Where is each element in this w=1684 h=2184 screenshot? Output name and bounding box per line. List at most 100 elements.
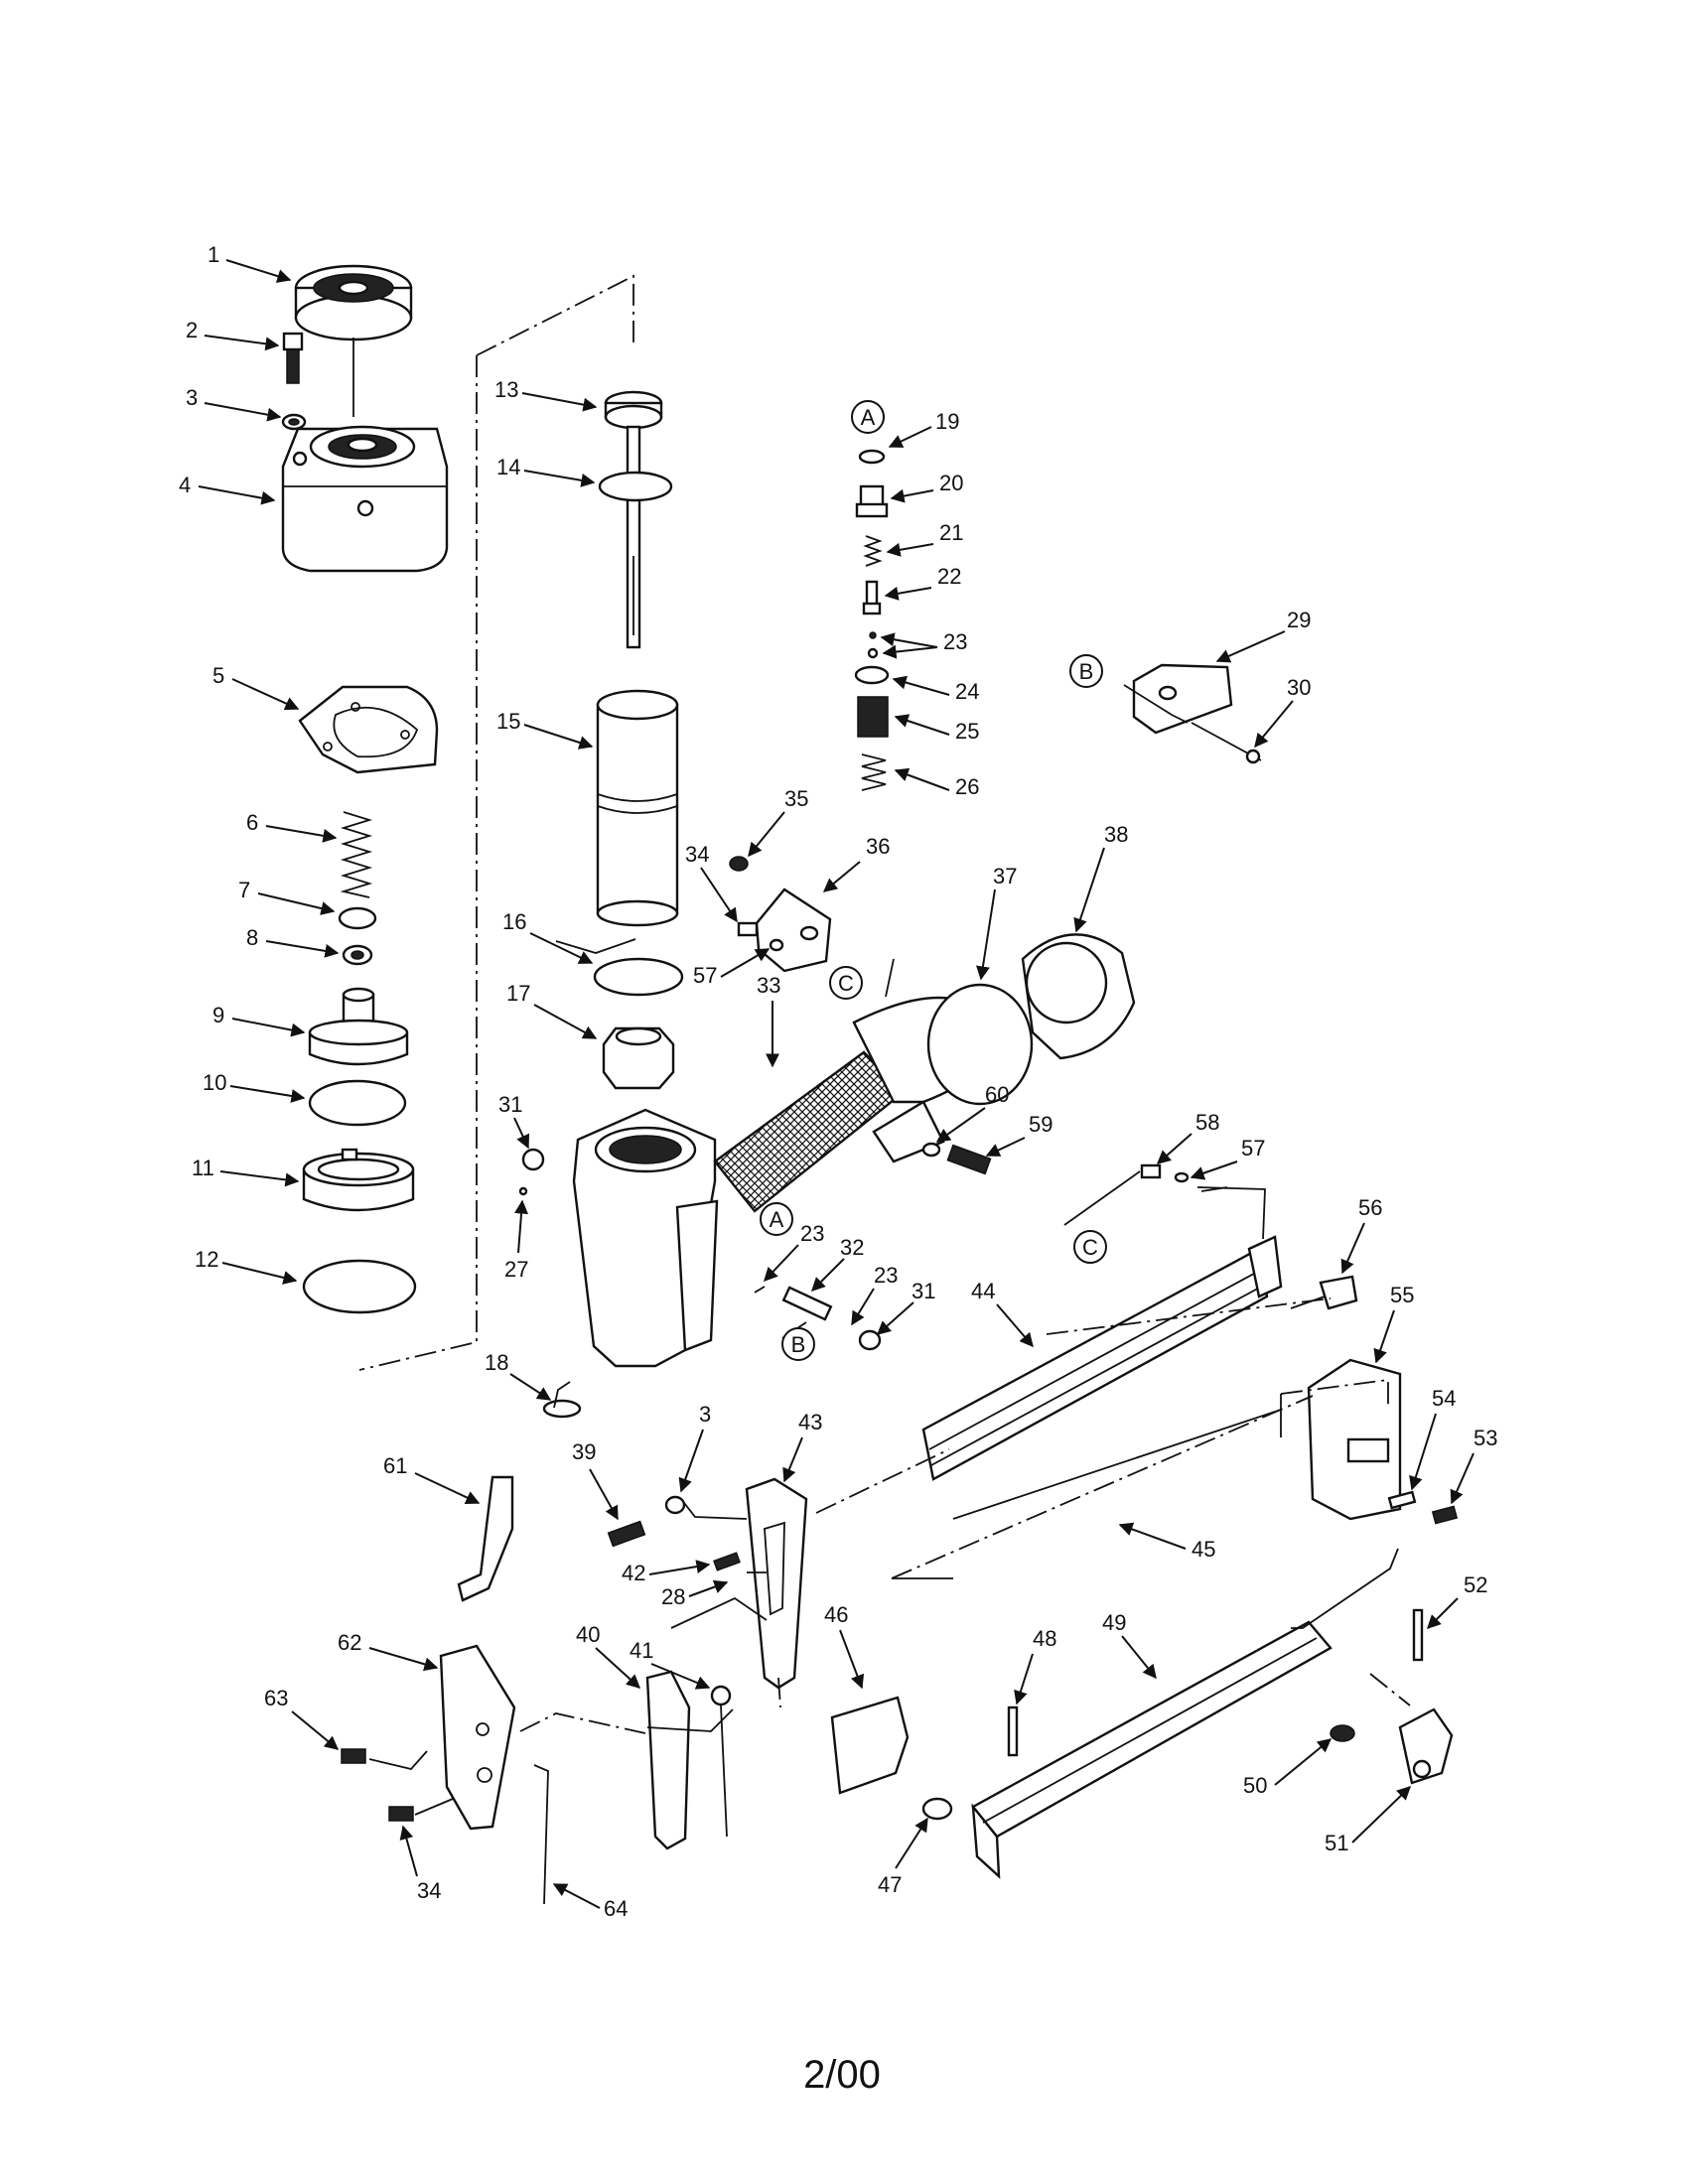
- svg-text:33: 33: [757, 973, 780, 998]
- callout-13: 13: [494, 377, 598, 412]
- part-53-screw: [1431, 1505, 1459, 1525]
- callout-63: 63: [264, 1686, 340, 1750]
- svg-text:21: 21: [939, 520, 963, 545]
- callout-30: 30: [1254, 675, 1311, 749]
- part-10-o-ring: [308, 1079, 407, 1127]
- svg-text:45: 45: [1192, 1537, 1215, 1562]
- callout-34-upper: 34: [685, 842, 738, 923]
- callout-23-low: 23: [851, 1263, 898, 1326]
- svg-text:57: 57: [1241, 1136, 1265, 1160]
- callout-43: 43: [782, 1410, 822, 1483]
- svg-text:62: 62: [338, 1630, 361, 1655]
- callout-18: 18: [485, 1350, 552, 1401]
- part-26-spring: [861, 753, 887, 791]
- part-62-nose-piece: [439, 1644, 516, 1831]
- callout-44: 44: [971, 1279, 1034, 1348]
- part-55-end-block: [1307, 1358, 1402, 1521]
- svg-text:34: 34: [685, 842, 709, 867]
- svg-text:23: 23: [943, 629, 967, 654]
- part-30-pin: [1191, 722, 1262, 764]
- callout-41: 41: [630, 1638, 711, 1690]
- svg-text:47: 47: [878, 1872, 902, 1897]
- part-23-o-rings: [867, 631, 879, 659]
- part-41-pin: [710, 1685, 732, 1838]
- connector-b-top: B: [1069, 654, 1103, 688]
- callout-12: 12: [195, 1247, 298, 1285]
- part-32-trigger-valve-stem: [781, 1286, 833, 1321]
- callout-23-mid: 23: [764, 1221, 824, 1283]
- callout-47: 47: [878, 1817, 928, 1897]
- callout-29: 29: [1215, 608, 1311, 663]
- callout-54: 54: [1409, 1386, 1456, 1491]
- svg-text:37: 37: [993, 864, 1017, 888]
- callout-62: 62: [338, 1630, 439, 1672]
- callout-55: 55: [1373, 1283, 1414, 1364]
- svg-text:31: 31: [498, 1092, 522, 1117]
- callout-57-upper: 57: [693, 948, 771, 988]
- callout-27: 27: [504, 1199, 528, 1282]
- svg-text:12: 12: [195, 1247, 218, 1272]
- part-9-head-valve: [308, 987, 409, 1066]
- part-4-cylinder-cap: [281, 425, 449, 573]
- callout-3-lower: 3: [678, 1402, 711, 1493]
- svg-text:2: 2: [186, 318, 198, 342]
- callout-35: 35: [748, 786, 808, 858]
- callout-34-lower: 34: [399, 1825, 441, 1903]
- part-38-end-cap: [1021, 933, 1136, 1060]
- part-20-valve-cap: [855, 484, 889, 518]
- part-24-o-ring: [854, 665, 890, 685]
- callout-61: 61: [383, 1453, 481, 1504]
- part-2-cap-screw: [282, 332, 304, 384]
- part-50-screw: [1330, 1724, 1355, 1742]
- part-13-piston-driver: [604, 390, 663, 649]
- callout-38: 38: [1073, 822, 1128, 933]
- svg-text:63: 63: [264, 1686, 288, 1710]
- callout-4: 4: [179, 473, 276, 505]
- connector-b-lower: B: [781, 1327, 815, 1361]
- part-42-screw: [713, 1552, 741, 1571]
- callout-46: 46: [824, 1602, 865, 1690]
- callout-22: 22: [884, 564, 961, 601]
- svg-text:56: 56: [1358, 1195, 1382, 1220]
- callout-5: 5: [212, 663, 300, 711]
- callout-31-lower: 31: [876, 1279, 935, 1335]
- part-39-screw: [607, 1520, 646, 1548]
- svg-text:B: B: [1079, 659, 1094, 684]
- callout-28: 28: [661, 1579, 729, 1609]
- callout-64: 64: [552, 1883, 628, 1921]
- part-6-spring: [340, 811, 373, 898]
- callout-7: 7: [238, 878, 336, 915]
- part-45-rod: [952, 1409, 1282, 1520]
- part-21-spring: [863, 535, 883, 567]
- callout-11: 11: [192, 1156, 300, 1187]
- svg-text:11: 11: [192, 1156, 214, 1180]
- part-35-nut: [729, 856, 749, 872]
- part-1-adjustment-cap: [294, 264, 413, 341]
- part-36-bracket: [755, 887, 832, 973]
- svg-text:49: 49: [1102, 1610, 1126, 1635]
- svg-text:15: 15: [496, 709, 520, 734]
- callout-8: 8: [246, 925, 340, 958]
- connector-markers: A A B B C C: [760, 400, 1107, 1361]
- callout-56: 56: [1340, 1195, 1382, 1275]
- svg-text:50: 50: [1243, 1773, 1267, 1798]
- svg-text:55: 55: [1390, 1283, 1414, 1307]
- part-56-latch: [1319, 1275, 1358, 1310]
- svg-text:5: 5: [212, 663, 224, 688]
- callout-53: 53: [1450, 1426, 1497, 1505]
- svg-text:25: 25: [955, 719, 979, 744]
- callout-48: 48: [1014, 1626, 1056, 1706]
- callout-23-top: 23: [880, 629, 967, 659]
- svg-text:27: 27: [504, 1257, 528, 1282]
- part-33-housing: [572, 996, 996, 1368]
- part-48-roll-pin: [1007, 1706, 1019, 1757]
- callout-59: 59: [985, 1112, 1052, 1157]
- callout-39: 39: [572, 1439, 619, 1521]
- part-60-washer: [921, 1142, 941, 1158]
- callout-6: 6: [246, 810, 338, 843]
- assembly-lines: [368, 684, 1411, 1816]
- callout-26: 26: [894, 767, 979, 799]
- svg-text:30: 30: [1287, 675, 1311, 700]
- part-18-washer: [542, 1399, 582, 1419]
- part-47-bumper: [921, 1797, 953, 1821]
